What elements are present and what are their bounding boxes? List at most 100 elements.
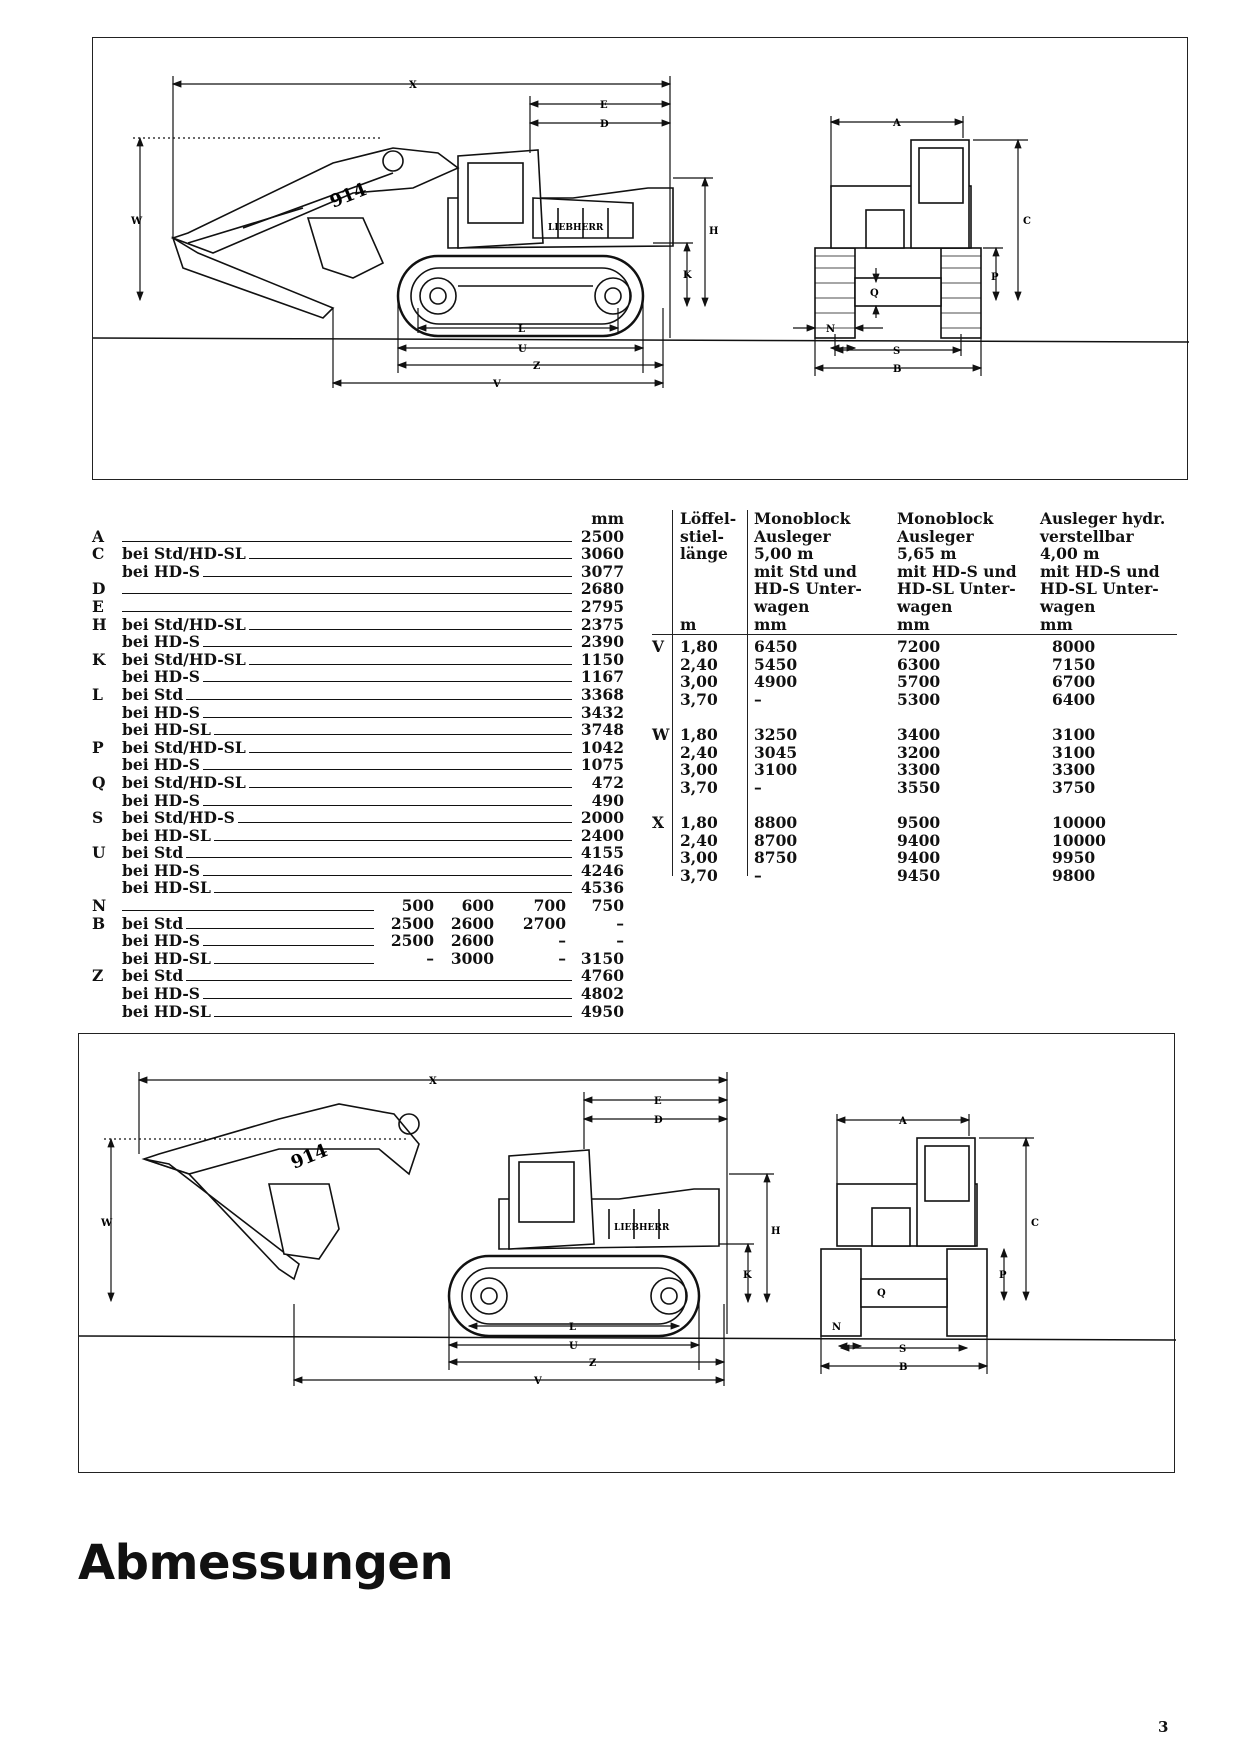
stick-length-value: 1,80 [680, 813, 718, 832]
leader-line [122, 681, 574, 683]
dimension-value: 1150 [572, 651, 624, 669]
dimension-value: 1042 [572, 739, 624, 757]
header-stick-unit: m [680, 615, 697, 634]
excavator-side-view [170, 147, 674, 338]
track-width-value: – [514, 932, 566, 950]
dim-label-c: C [1031, 1218, 1039, 1229]
monoblock-500-value: 4900 [754, 672, 798, 692]
track-width-value: 2700 [514, 915, 566, 933]
adjustable-boom-value: 7150 [1052, 654, 1096, 674]
dim-label-w: W [100, 1218, 113, 1229]
stick-length-value: 3,70 [680, 689, 718, 709]
stick-length-value: 1,80 [680, 725, 718, 744]
dimension-value: 2795 [572, 598, 624, 616]
track-width-value: 3150 [572, 950, 624, 968]
top-dimension-drawing: 914 LIEBHERR [92, 37, 1189, 480]
dim-label-q: Q [870, 288, 879, 299]
dim-label-n: N [832, 1322, 841, 1333]
dimension-row: bei HD-SL–3000–3150 [92, 950, 632, 968]
dimension-variant-label: bei Std [122, 967, 187, 986]
dimension-letter: A [92, 526, 105, 546]
adjustable-boom-value: 3300 [1052, 760, 1096, 780]
dimension-variant-label: bei HD-S [122, 862, 203, 880]
monoblock-500-value: 8750 [754, 848, 798, 868]
monoblock-500-value: 8700 [754, 830, 798, 850]
monoblock-565-value: 9400 [897, 848, 941, 868]
dimension-variant-label: bei HD-SL [122, 1003, 214, 1021]
dim-label-k: K [683, 270, 692, 281]
dim-label-e: E [600, 100, 608, 111]
dim-label-h: H [709, 226, 718, 237]
leader-line [122, 839, 574, 841]
dimension-letter: S [92, 808, 104, 828]
dimension-letter: P [92, 737, 104, 757]
leader-line [122, 751, 574, 753]
dimension-variant-label: bei Std [122, 915, 187, 933]
leader-line [122, 998, 574, 1000]
dim-label-s: S [899, 1344, 906, 1355]
stick-length-value: 3,00 [680, 760, 718, 780]
header-unit-1: mm [754, 615, 787, 634]
dimension-value: 3432 [572, 703, 624, 722]
leader-line [122, 910, 374, 912]
stick-length-value: 3,70 [680, 865, 718, 885]
monoblock-565-value: 6300 [897, 654, 941, 674]
dim-label-a: A [892, 118, 901, 129]
dimension-value: 3748 [572, 721, 624, 739]
track-width-value: 2500 [382, 915, 434, 933]
monoblock-565-value: 9500 [897, 813, 941, 832]
dimension-variant-label: bei Std/HD-SL [122, 545, 249, 563]
track-width-value: – [572, 932, 624, 950]
header-rule [652, 634, 1177, 635]
monoblock-500-value: 3045 [754, 742, 798, 762]
dimension-letter: K [92, 649, 106, 669]
leader-line [122, 575, 574, 577]
leader-line [122, 716, 574, 718]
leader-line [122, 874, 574, 876]
bottom-dimension-labels: X E D H K W L U Z V A C P Q N S B [100, 1076, 1039, 1387]
adjustable-boom-value: 6700 [1052, 672, 1096, 692]
monoblock-500-value: 8800 [754, 813, 798, 832]
dimension-variant-label: bei HD-S [122, 791, 203, 810]
monoblock-500-value: 3250 [754, 725, 798, 744]
dimension-value: 3077 [572, 563, 624, 581]
dimension-variant-label: bei Std/HD-SL [122, 774, 249, 792]
leader-line [122, 646, 574, 648]
dimension-row: bei HD-SL 3748 [92, 721, 632, 739]
leader-line [122, 628, 574, 630]
dim-label-u: U [569, 1341, 578, 1352]
dim-label-z: Z [533, 361, 540, 372]
dim-label-p: P [999, 1270, 1007, 1281]
dimension-letter: D [92, 579, 106, 599]
dimension-value: 2375 [572, 615, 624, 634]
stick-length-value: 2,40 [680, 742, 718, 762]
adjustable-boom-value: 6400 [1052, 689, 1096, 709]
dim-label-d: D [654, 1115, 663, 1126]
dimension-value: 2000 [572, 809, 624, 827]
monoblock-565-value: 9400 [897, 830, 941, 850]
leader-line [122, 663, 574, 665]
excavator-front-view-bottom [820, 1137, 988, 1337]
monoblock-565-value: 3400 [897, 725, 941, 744]
dim-label-c: C [1023, 216, 1031, 227]
dim-label-n: N [826, 324, 835, 335]
dimension-variant-label: bei HD-S [122, 563, 203, 581]
leader-line [122, 540, 574, 542]
dimension-variant-label: bei Std [122, 844, 187, 862]
leader-line [122, 892, 574, 894]
dimension-value: 2680 [572, 580, 624, 598]
excavator-front-view [814, 139, 982, 339]
leader-line [122, 945, 374, 947]
dimension-variant-label: bei HD-SL [122, 721, 214, 739]
dim-label-e: E [654, 1096, 662, 1107]
